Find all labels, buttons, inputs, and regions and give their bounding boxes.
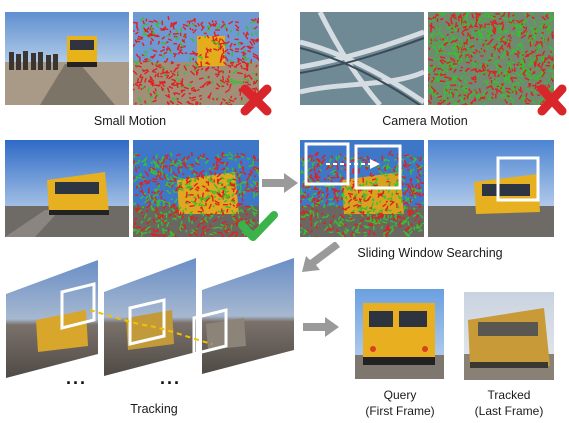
accept-check-icon <box>238 210 278 242</box>
right-arrow-to-query <box>303 317 339 337</box>
bus-flow-image <box>133 140 259 237</box>
tracking-label: Tracking <box>130 402 178 416</box>
trajectory-line <box>89 309 213 345</box>
down-left-arrow <box>300 240 340 274</box>
sliding-window-flow-image <box>300 140 424 237</box>
tracked-caption: Tracked (Last Frame) <box>464 387 554 419</box>
tracked-label: Tracked <box>487 388 531 402</box>
detection-box <box>496 156 540 202</box>
sliding-window-overlay <box>304 142 402 190</box>
tracked-image <box>464 292 554 380</box>
bus-detected-image <box>428 140 554 237</box>
camera-motion-label: Camera Motion <box>382 114 468 128</box>
query-image <box>355 289 444 379</box>
small-motion-original-image <box>5 12 129 105</box>
right-arrow-to-search <box>262 173 298 193</box>
reject-icon <box>535 82 569 118</box>
small-motion-flow-image <box>133 12 259 105</box>
sliding-window-label: Sliding Window Searching <box>357 246 503 260</box>
tracking-frames <box>6 258 294 378</box>
query-sublabel: (First Frame) <box>365 404 435 418</box>
ellipsis-2: ... <box>160 368 182 388</box>
tracked-sublabel: (Last Frame) <box>474 404 544 418</box>
reject-icon <box>238 82 274 118</box>
small-motion-label: Small Motion <box>93 114 167 128</box>
tracking-box-2 <box>128 298 166 346</box>
tracking-box-3 <box>192 308 228 356</box>
tracking-frame-3 <box>202 258 294 374</box>
bus-original-image <box>5 140 129 237</box>
camera-motion-flow-image <box>428 12 554 105</box>
camera-motion-original-image <box>300 12 424 105</box>
ellipsis-1: ... <box>66 368 88 388</box>
search-window-end <box>354 144 402 190</box>
query-caption: Query (First Frame) <box>355 387 445 419</box>
query-label: Query <box>383 388 417 402</box>
tracking-box-1 <box>60 282 96 330</box>
